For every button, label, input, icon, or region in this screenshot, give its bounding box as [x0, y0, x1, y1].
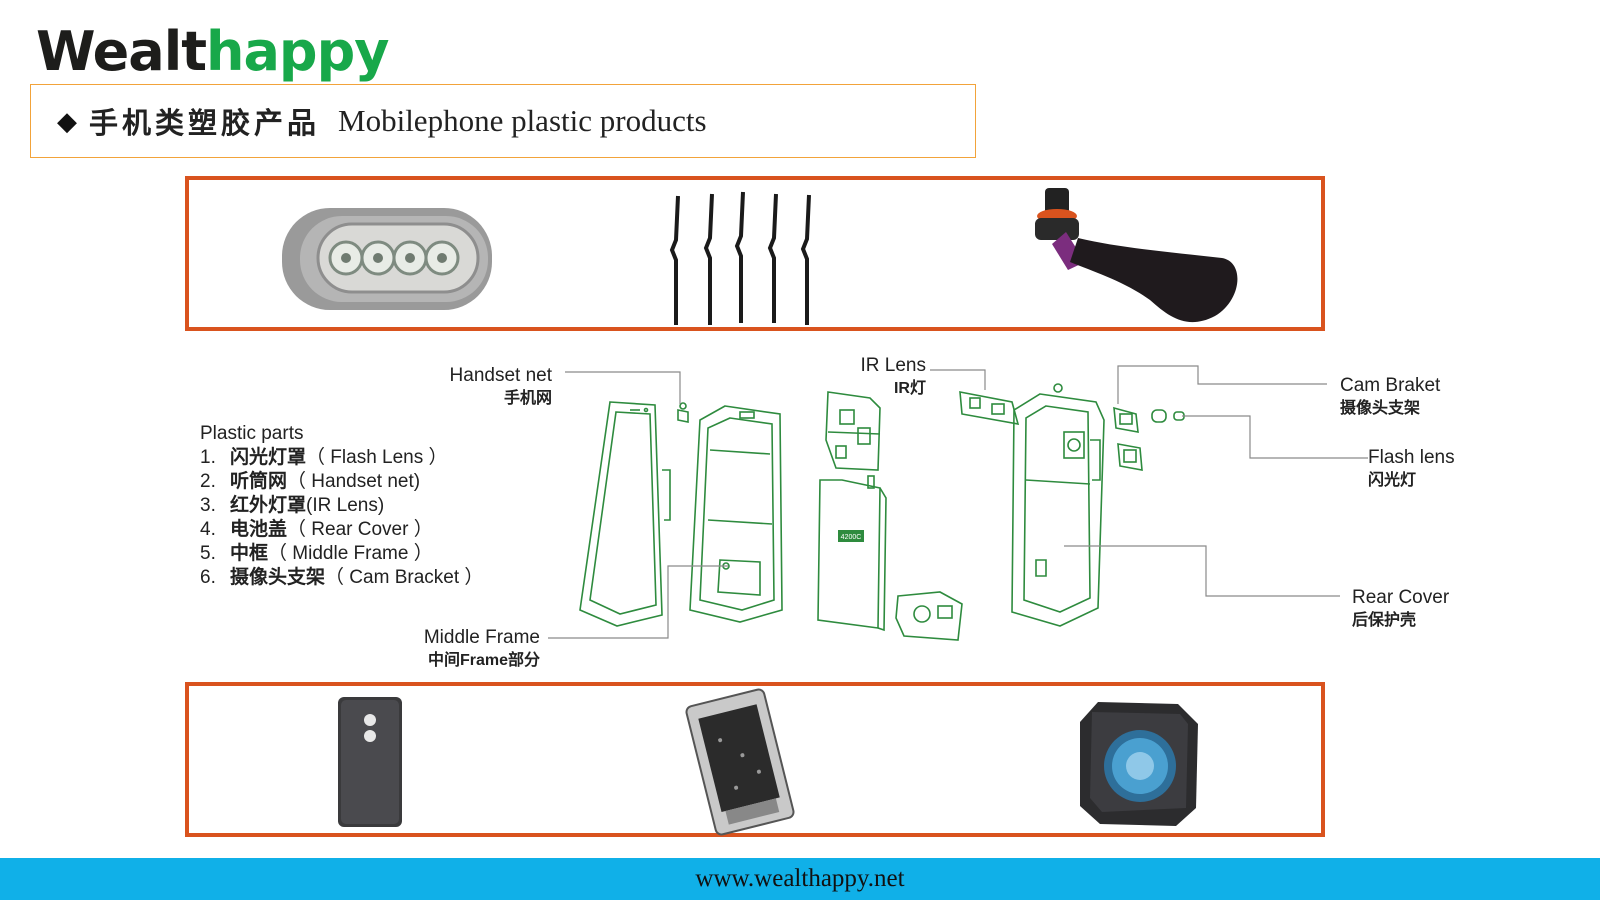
ir-lens-drawing: [959, 391, 1020, 426]
callout-flash-lens: Flash lens 闪光灯: [1368, 446, 1455, 492]
handset-net-product-image: [669, 191, 811, 325]
rear-cover-product-image: [338, 697, 402, 827]
page-title-english: Mobilephone plastic products: [338, 103, 707, 138]
callout-rear-cover-zh: 后保护壳: [1352, 612, 1417, 629]
diamond-bullet-icon: ◆: [57, 105, 77, 136]
callout-flash-lens-zh: 闪光灯: [1368, 472, 1417, 489]
callout-cam-braket-zh: 摄像头支架: [1340, 400, 1421, 417]
cam-braket-drawing: [1113, 406, 1143, 471]
top-product-frame: [185, 176, 1325, 331]
callout-cam-braket-en: Cam Braket: [1340, 375, 1441, 396]
list-item: 4.电池盖（ Rear Cover ）: [200, 519, 433, 540]
logo-text-dark: Wealt: [36, 20, 207, 83]
plastic-parts-list: Plastic parts 1.闪光灯罩（ Flash Lens ） 2.听筒网…: [200, 422, 483, 590]
callout-middle-frame-zh: 中间Frame部分: [427, 652, 540, 669]
bottom-board-drawing: [895, 591, 963, 641]
callout-middle-frame-en: Middle Frame: [423, 627, 540, 648]
callout-ir-lens-zh: IR灯: [893, 380, 926, 397]
callout-cam-braket: Cam Braket 摄像头支架: [1340, 374, 1440, 420]
footer-bar: www.wealthappy.net: [0, 858, 1600, 900]
callout-rear-cover-en: Rear Cover: [1352, 587, 1450, 608]
camera-bracket-product-image: [1080, 702, 1198, 826]
callout-flash-lens-en: Flash lens: [1368, 447, 1455, 468]
callout-ir-lens-en: IR Lens: [860, 355, 926, 376]
battery-label-text: 4200C: [841, 534, 862, 541]
flash-lens-product-image: [282, 208, 492, 310]
middle-frame-product-image: [685, 688, 795, 836]
list-item: 1.闪光灯罩（ Flash Lens ）: [200, 447, 448, 468]
front-panel-drawing: [579, 401, 671, 627]
callout-handset-net-zh: 手机网: [503, 390, 552, 407]
logo-text-green: happy: [206, 20, 389, 83]
wealthappy-logo: Wealthappy: [36, 20, 389, 83]
list-item: 6.摄像头支架（ Cam Bracket ）: [200, 567, 484, 588]
bottom-product-frame: [185, 682, 1325, 837]
callout-rear-cover: Rear Cover 后保护壳: [1352, 586, 1449, 632]
list-item: 2.听筒网（ Handset net): [200, 471, 421, 492]
callout-middle-frame: Middle Frame 中间Frame部分: [396, 626, 540, 672]
callout-handset-net-en: Handset net: [449, 365, 552, 386]
list-item: 3.红外灯罩(IR Lens): [200, 495, 385, 516]
page-title-chinese: 手机类塑胶产品: [89, 106, 321, 140]
mainboard-drawing: [825, 391, 881, 471]
callout-leader-lines: [548, 365, 1368, 639]
battery-label-box: 4200C: [838, 530, 864, 542]
battery-drawing: [817, 475, 887, 632]
callout-handset-net: Handset net 手机网: [410, 364, 552, 410]
footer-url[interactable]: www.wealthappy.net: [695, 865, 905, 892]
cam-bracket-product-image: [1035, 188, 1238, 323]
rear-housing-drawing: [1011, 383, 1105, 627]
middle-frame-drawing: [689, 405, 783, 623]
plastic-parts-heading: Plastic parts: [200, 423, 304, 444]
callout-ir-lens: IR Lens IR灯: [820, 354, 926, 400]
page-title-box: ◆ 手机类塑胶产品 Mobilephone plastic products: [30, 84, 976, 158]
list-item: 5.中框（ Middle Frame ）: [200, 543, 433, 564]
handset-net-drawing: [677, 402, 689, 423]
